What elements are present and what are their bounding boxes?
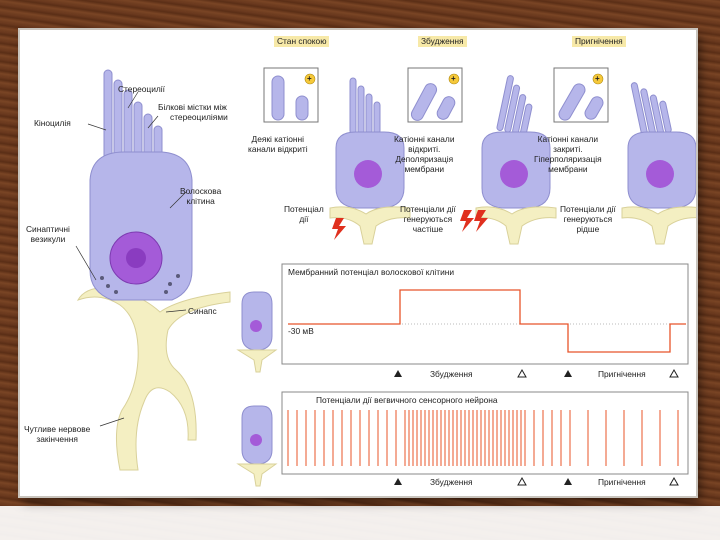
label-hair-cell: Волоскова клітина: [180, 186, 221, 206]
plus-sign-3: +: [595, 74, 600, 83]
membrane-event-inhibition: Пригнічення: [598, 369, 646, 379]
spike-event-inhibition: Пригнічення: [598, 477, 646, 487]
label-nerve-ending-line2: закінчення: [36, 434, 78, 444]
caption-inhibition-line2: закриті.: [553, 144, 583, 154]
ap-caption-inhibition-line1: Потенціали дії: [560, 204, 616, 214]
caption-inhibition: Катіонні канали закриті. Гіперполяризаці…: [534, 134, 602, 174]
slide-page: Стереоцилії Кіноцилія Білкові містки між…: [20, 30, 696, 496]
side-cell-2: [236, 405, 278, 487]
ap-caption-rest: Потенціал дії: [284, 204, 324, 224]
side-cell-1: [236, 291, 278, 373]
lightning-icons: [332, 210, 488, 240]
label-synaptic-vesicles-line1: Синаптичні: [26, 224, 70, 234]
membrane-event-markers: [394, 368, 679, 378]
caption-excitation-line1: Катіонні канали: [394, 134, 455, 144]
membrane-chart-ylabel: -30 мВ: [288, 326, 314, 336]
resting-cell: [329, 77, 411, 245]
header-inhibition: Пригнічення: [572, 36, 626, 47]
label-synapse: Синапс: [188, 306, 217, 316]
bottom-strip: [0, 506, 720, 540]
label-synaptic-vesicles-line2: везикули: [30, 234, 66, 244]
label-nerve-ending-line1: Чутливе нервове: [24, 424, 91, 434]
membrane-chart-frame: [281, 263, 689, 365]
ap-caption-excitation-line2: генеруються: [403, 214, 453, 224]
membrane-chart-title: Мембранний потенціал волоскової клітини: [288, 267, 455, 277]
label-protein-bridges: Білкові містки між стереоциліями: [158, 102, 228, 122]
ap-caption-inhibition-line2: генеруються: [563, 214, 613, 224]
spike-chart-title: Потенціали дії вегвичного сенсорного ней…: [316, 395, 498, 405]
caption-inhibition-line1: Катіонні канали: [537, 134, 599, 144]
caption-rest: Деякі катіонні канали відкриті: [248, 134, 308, 154]
caption-excitation: Катіонні канали відкриті. Деполяризація …: [394, 134, 455, 174]
membrane-trace: [288, 289, 686, 353]
ap-caption-inhibition: Потенціали дії генеруються рідше: [560, 204, 616, 234]
ap-caption-rest-line1: Потенціал: [284, 204, 324, 214]
spike-chart-frame: [281, 391, 689, 475]
hair-cell-diagram: [75, 67, 696, 487]
caption-inhibition-line3: Гіперполяризація: [534, 154, 602, 164]
ap-caption-excitation-line1: Потенціали дії: [400, 204, 456, 214]
spike-trains: [287, 410, 679, 466]
caption-rest-line2: канали відкриті: [248, 144, 308, 154]
caption-inhibition-line4: мембрани: [548, 164, 588, 174]
label-kinocilium: Кіноцилія: [34, 118, 71, 128]
label-hair-cell-line1: Волоскова: [180, 186, 222, 196]
ap-caption-inhibition-line3: рідше: [576, 224, 600, 234]
label-synaptic-vesicles: Синаптичні везикули: [26, 224, 70, 244]
plus-sign-2: +: [451, 74, 456, 83]
header-rest: Стан спокою: [274, 36, 330, 47]
nerve-ending-shape: [76, 287, 231, 471]
label-stereocilia: Стереоцилії: [118, 84, 165, 94]
spike-event-excitation: Збудження: [430, 477, 473, 487]
label-protein-bridges-line1: Білкові містки між: [158, 102, 227, 112]
spike-event-markers: [394, 476, 679, 486]
ap-caption-excitation-line3: частіше: [412, 224, 444, 234]
ap-caption-excitation: Потенціали дії генеруються частіше: [400, 204, 456, 234]
membrane-event-excitation: Збудження: [430, 369, 473, 379]
zoom-box-rest: [263, 67, 609, 123]
caption-excitation-line2: відкриті.: [408, 144, 441, 154]
plus-sign-1: +: [307, 74, 312, 83]
label-protein-bridges-line2: стереоциліями: [170, 112, 228, 122]
excited-cell: [475, 75, 557, 245]
caption-excitation-line4: мембрани: [404, 164, 445, 174]
inhibited-cell: [621, 82, 696, 245]
caption-rest-line1: Деякі катіонні: [251, 134, 305, 144]
label-hair-cell-line2: клітина: [186, 196, 215, 206]
header-excitation: Збудження: [418, 36, 467, 47]
ap-caption-rest-line2: дії: [299, 214, 309, 224]
label-nerve-ending: Чутливе нервове закінчення: [24, 424, 90, 444]
caption-excitation-line3: Деполяризація: [395, 154, 454, 164]
